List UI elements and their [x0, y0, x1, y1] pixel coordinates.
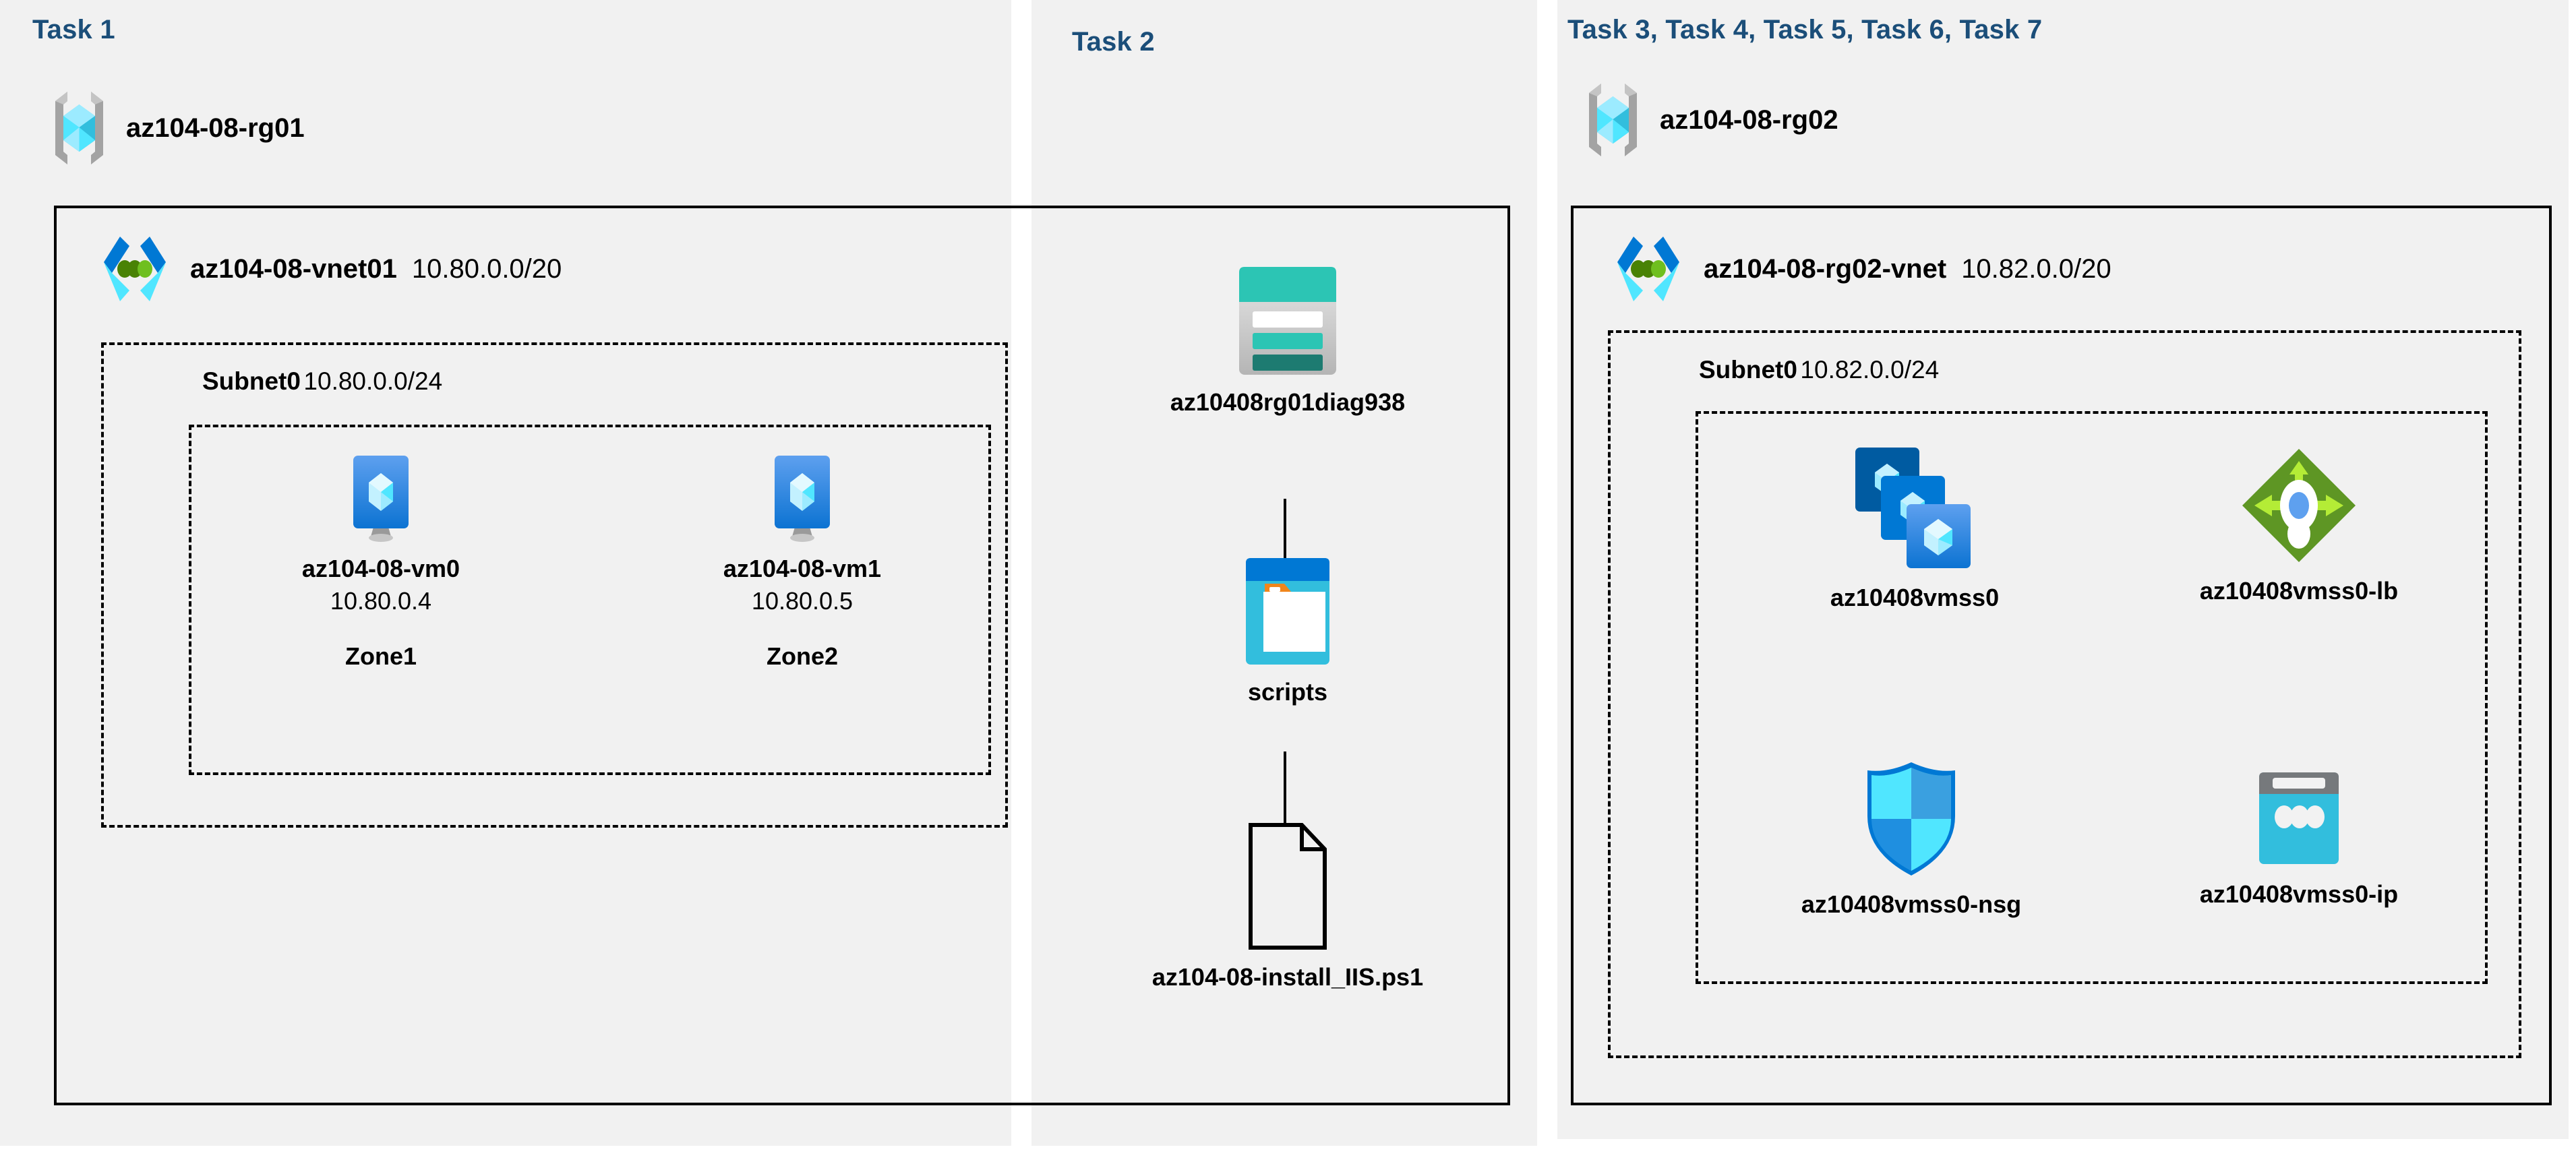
network-security-group-icon — [1861, 758, 1962, 880]
virtual-machine-icon — [344, 453, 418, 544]
nsg-name: az10408vmss0-nsg — [1801, 890, 2022, 918]
subnet0-left-cidr: 10.80.0.0/24 — [303, 367, 443, 395]
script-file-name: az104-08-install_IIS.ps1 — [1151, 963, 1424, 991]
task3-7-panel — [1557, 0, 2569, 1139]
container-to-file-connector — [1284, 751, 1286, 826]
blob-container-icon — [1227, 553, 1348, 667]
vnet01-name: az104-08-vnet01 — [190, 253, 397, 284]
resource-group-icon — [1581, 80, 1645, 160]
vm1-name: az104-08-vm1 — [723, 555, 882, 582]
vm1-zone: Zone2 — [766, 642, 838, 670]
vm1-node[interactable]: az104-08-vm1 10.80.0.5 Zone2 — [701, 453, 903, 671]
task3-7-title: Task 3, Task 4, Task 5, Task 6, Task 7 — [1567, 15, 2043, 44]
storage-to-container-connector — [1284, 499, 1286, 559]
public-ip-name: az10408vmss0-ip — [2199, 880, 2399, 908]
subnet0-left-label: Subnet0 10.80.0.0/24 — [202, 367, 442, 396]
task2-title: Task 2 — [1072, 27, 1155, 57]
virtual-network-icon — [94, 233, 175, 305]
nsg-node[interactable]: az10408vmss0-nsg — [1763, 758, 2060, 919]
vmss-group-box — [1696, 411, 2488, 984]
storage-account-node[interactable]: az10408rg01diag938 — [1119, 263, 1456, 417]
public-ip-address-icon — [2248, 768, 2349, 869]
vm0-zone: Zone1 — [345, 642, 417, 670]
rg02-name: az104-08-rg02 — [1660, 104, 1838, 135]
vnet01-header: az104-08-vnet01 10.80.0.0/20 — [94, 233, 562, 305]
load-balancer-icon — [2238, 445, 2360, 566]
load-balancer-node[interactable]: az10408vmss0-lb — [2151, 445, 2447, 605]
public-ip-node[interactable]: az10408vmss0-ip — [2151, 768, 2447, 909]
virtual-network-icon — [1608, 233, 1689, 305]
vm-group-box — [189, 425, 991, 775]
subnet0-left-box — [101, 342, 1008, 828]
rg02-vnet-box — [1571, 206, 2552, 1105]
vmss-name: az10408vmss0 — [1830, 584, 2000, 611]
rg01-header: az104-08-rg01 — [47, 88, 305, 168]
rg02-vnet-header: az104-08-rg02-vnet 10.82.0.0/20 — [1608, 233, 2111, 305]
vnet01-cidr: 10.80.0.0/20 — [411, 253, 562, 284]
vm0-name: az104-08-vm0 — [301, 555, 460, 582]
vnet01-box — [54, 206, 1510, 1105]
storage-account-name: az10408rg01diag938 — [1170, 388, 1406, 416]
vmss-node[interactable]: az10408vmss0 — [1803, 445, 2026, 612]
vm1-ip: 10.80.0.5 — [751, 587, 853, 615]
subnet0-right-label: Subnet0 10.82.0.0/24 — [1699, 356, 1939, 384]
rg02-header: az104-08-rg02 — [1581, 80, 1838, 160]
blob-container-name: scripts — [1247, 678, 1328, 706]
vm0-ip: 10.80.0.4 — [330, 587, 432, 615]
subnet0-right-box — [1608, 330, 2521, 1058]
task1-panel — [0, 0, 1011, 1146]
storage-account-icon — [1227, 263, 1348, 377]
script-file-node[interactable]: az104-08-install_IIS.ps1 — [1085, 821, 1490, 991]
virtual-machine-icon — [765, 453, 839, 544]
subnet0-right-name: Subnet0 — [1699, 356, 1797, 383]
vm-scale-set-icon — [1853, 445, 1977, 573]
load-balancer-name: az10408vmss0-lb — [2199, 577, 2399, 605]
blob-container-node[interactable]: scripts — [1119, 553, 1456, 706]
subnet0-right-cidr: 10.82.0.0/24 — [1800, 356, 1940, 383]
rg02-vnet-cidr: 10.82.0.0/20 — [1961, 253, 2111, 284]
rg02-vnet-name: az104-08-rg02-vnet — [1704, 253, 1947, 284]
subnet0-left-name: Subnet0 — [202, 367, 301, 395]
script-file-icon — [1244, 821, 1331, 952]
vm0-node[interactable]: az104-08-vm0 10.80.0.4 Zone1 — [280, 453, 482, 671]
task1-title: Task 1 — [32, 15, 115, 44]
rg01-name: az104-08-rg01 — [126, 113, 305, 143]
resource-group-icon — [47, 88, 111, 168]
